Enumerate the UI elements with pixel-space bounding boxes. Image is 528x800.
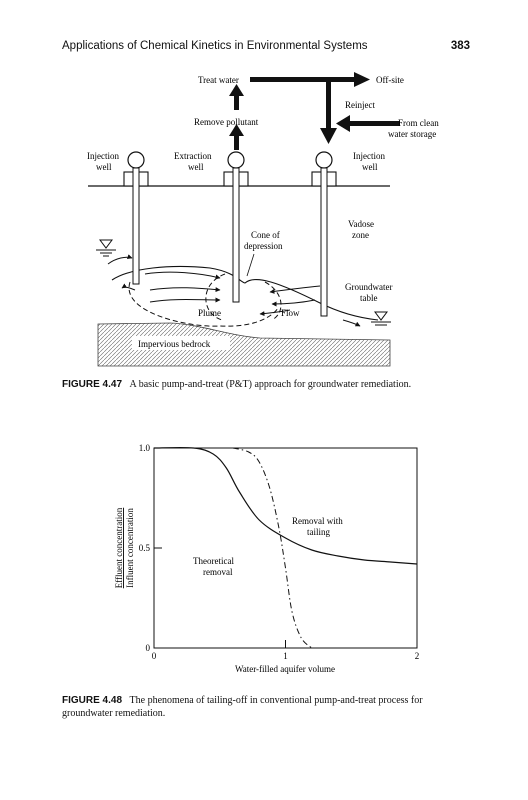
label-inj-right-1: Injection (353, 151, 385, 161)
label-extraction-1: Extraction (174, 151, 212, 161)
x-axis-label: Water-filled aquifer volume (235, 664, 335, 674)
y-tick-label: 0.5 (139, 543, 151, 553)
y-tick-label: 0 (146, 643, 151, 653)
caption-text: A basic pump-and-treat (P&T) approach fo… (129, 379, 412, 390)
plume-inner-right (264, 281, 282, 321)
injection-well-left (123, 151, 149, 285)
x-tick-label: 1 (283, 651, 288, 661)
label-inj-left-2: well (96, 162, 112, 172)
x-tick-label: 2 (415, 651, 420, 661)
caption-number: FIGURE 4.47 (62, 379, 123, 390)
plume-boundary (128, 281, 279, 327)
label-inj-right-2: well (362, 162, 378, 172)
label-tailing-2: tailing (307, 527, 330, 537)
series-theoretical-removal (232, 447, 313, 649)
label-tailing-1: Removal with (292, 516, 343, 526)
page-number: 383 (450, 40, 470, 52)
x-tick-label: 0 (152, 651, 157, 661)
water-table (111, 265, 379, 321)
caption-number-2: FIGURE 4.48 (62, 695, 123, 706)
label-vadose-2: zone (352, 230, 369, 240)
label-reinject: Reinject (345, 100, 375, 110)
bedrock-label: Impervious bedrock (138, 339, 211, 349)
label-plume: Plume (198, 308, 221, 318)
label-from-clean: From clean (398, 118, 439, 128)
y-label-denominator: Influent concentration (125, 508, 135, 588)
pump-and-treat-diagram: Impervious bedrock (87, 72, 439, 367)
figure-caption-4-48: FIGURE 4.48 The phenomena of tailing-off… (62, 694, 472, 720)
label-theoretical-2: removal (203, 567, 233, 577)
label-remove-pollutant: Remove pollutant (194, 117, 259, 127)
extraction-well (223, 151, 249, 303)
label-theoretical-1: Theoretical (193, 556, 234, 566)
y-label-numerator: Effluent concentration (114, 507, 124, 588)
label-cone-2: depression (244, 241, 283, 251)
y-axis-label: Effluent concentration Influent concentr… (114, 507, 135, 588)
label-water-storage: water storage (388, 129, 436, 139)
water-level-symbol-left (96, 239, 116, 257)
label-inj-left-1: Injection (87, 151, 119, 161)
figure-caption-4-47: FIGURE 4.47 A basic pump-and-treat (P&T)… (62, 378, 472, 391)
running-title: Applications of Chemical Kinetics in Env… (62, 40, 368, 52)
label-cone-1: Cone of (251, 230, 280, 240)
plot-frame (153, 447, 418, 649)
label-flow: Flow (281, 308, 300, 318)
series-removal-with-tailing (153, 446, 418, 565)
bedrock (97, 322, 391, 367)
water-level-symbol-right (371, 311, 391, 326)
process-arrows (229, 72, 400, 150)
running-header: Applications of Chemical Kinetics in Env… (62, 40, 470, 56)
bedrock-label-bg (132, 336, 230, 350)
label-gw-2: table (360, 293, 378, 303)
label-gw-1: Groundwater (345, 282, 392, 292)
caption-text-2: The phenomena of tailing-off in conventi… (62, 695, 423, 719)
label-treat-water: Treat water (198, 75, 239, 85)
cone-pointer (246, 253, 255, 277)
y-tick-label: 1.0 (139, 443, 151, 453)
label-off-site: Off-site (376, 75, 404, 85)
injection-well-right (311, 151, 337, 317)
label-extraction-2: well (188, 162, 204, 172)
plume-inner (205, 273, 226, 321)
tailing-chart: 0 1 2 0 0.5 1.0 Theoretical removal Removal w… (114, 443, 420, 674)
label-vadose-1: Vadose (348, 219, 374, 229)
